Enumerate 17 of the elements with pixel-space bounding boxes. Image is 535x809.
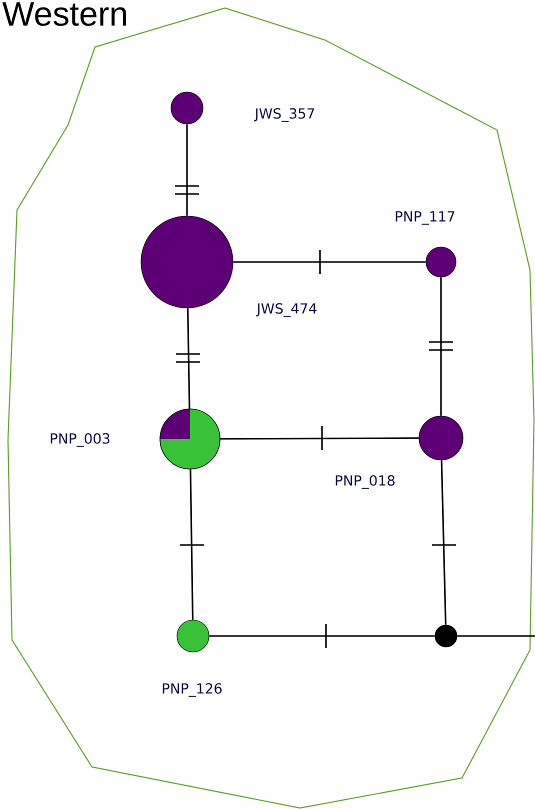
node-label: PNP_117 (396, 211, 454, 225)
node-label: PNP_003 (50, 433, 110, 447)
node-label: JWS_474 (256, 303, 317, 317)
network-edge (432, 460, 456, 625)
network-edge (457, 635, 535, 637)
network-edge (176, 308, 200, 409)
network-edge (220, 426, 419, 450)
network-edge (180, 469, 204, 620)
network-edge (175, 124, 199, 216)
network-edge (429, 277, 453, 416)
network-edge (209, 624, 435, 648)
node-label: PNP_018 (336, 475, 395, 489)
node-label: JWS_357 (254, 108, 314, 122)
network-edge (233, 250, 426, 274)
haplotype-circle (434, 624, 458, 648)
node-label: PNP_126 (162, 683, 222, 697)
title: Western (2, 2, 126, 26)
